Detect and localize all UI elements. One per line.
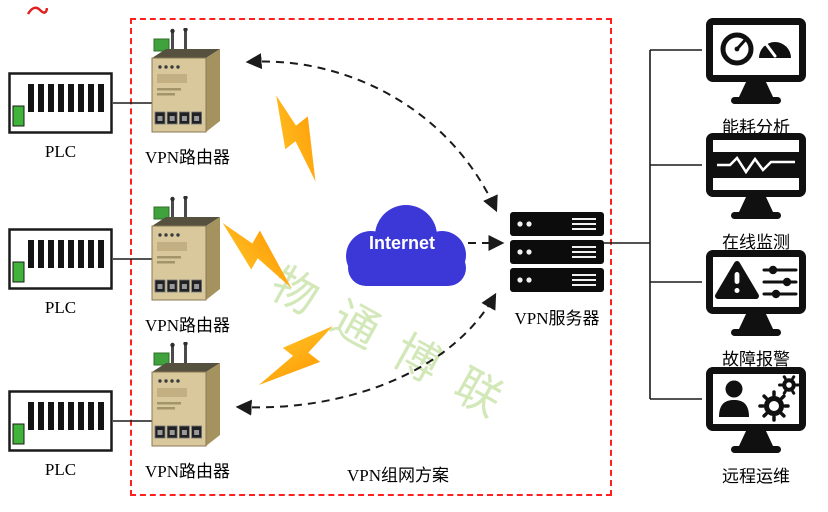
server-unit: [510, 212, 604, 236]
plc-device-1: PLC: [8, 72, 113, 162]
ethernet-ports: [154, 279, 202, 293]
status-leds: [158, 233, 180, 237]
vpn-group-title: VPN组网方案: [346, 466, 449, 485]
monitor-label: 能耗分析: [722, 118, 790, 137]
plc-label: PLC: [44, 142, 77, 161]
monitor-fault-alarm: 故障报警: [700, 248, 812, 370]
monitor-frame: [706, 18, 806, 104]
lightning-bolt-icon: [222, 222, 292, 288]
plc-icon: [8, 72, 113, 134]
plc-device-2: PLC: [8, 228, 113, 318]
monitor-label: 故障报警: [722, 350, 790, 369]
monitor-frame: [706, 250, 806, 336]
monitor-online-monitoring: 在线监测: [700, 131, 812, 253]
monitor-frame: [706, 367, 806, 453]
antenna-icon: [170, 27, 188, 49]
vpn-group-boundary: [130, 18, 612, 496]
plc-icon: [8, 228, 113, 290]
vpn-router-2: VPN路由器: [140, 195, 235, 336]
router-label: VPN路由器: [144, 316, 230, 335]
plc-module-slots: [28, 402, 104, 430]
router-icon: [151, 195, 220, 301]
plc-device-3: PLC: [8, 390, 113, 480]
antenna-icon: [170, 341, 188, 363]
waveform-icon: [713, 152, 799, 178]
plc-icon: [8, 390, 113, 452]
ethernet-ports: [154, 425, 202, 439]
plc-power-module: [12, 423, 25, 445]
terminal-block: [153, 206, 170, 220]
internet-cloud: [326, 198, 478, 299]
monitor-label: 在线监测: [722, 233, 790, 252]
monitor-frame: [706, 133, 806, 219]
terminal-block: [153, 38, 170, 52]
monitor-label: 远程运维: [722, 467, 790, 486]
router-icon: [151, 27, 220, 133]
server-label: VPN服务器: [514, 309, 600, 328]
status-leds: [158, 65, 180, 69]
vpn-router-1: VPN路由器: [140, 27, 235, 168]
person-gears-icon: [719, 375, 800, 422]
antenna-icon: [170, 195, 188, 217]
router-label: VPN路由器: [144, 462, 230, 481]
status-leds: [158, 379, 180, 383]
plc-power-module: [12, 261, 25, 283]
plc-module-slots: [28, 240, 104, 268]
terminal-block: [153, 352, 170, 366]
plc-module-slots: [28, 84, 104, 112]
gauge-dashboard-icon: [720, 32, 791, 66]
monitor-remote-ops: 远程运维: [700, 365, 812, 487]
ethernet-ports: [154, 111, 202, 125]
alert-triangle-sliders-icon: [715, 261, 798, 299]
plc-label: PLC: [44, 298, 77, 317]
plc-label: PLC: [44, 460, 77, 479]
server-stack-icon: [510, 212, 604, 292]
stray-red-mark: [26, 6, 48, 15]
internet-label: Internet: [368, 233, 435, 253]
router-label: VPN路由器: [144, 148, 230, 167]
server-unit: [510, 240, 604, 264]
plc-power-module: [12, 105, 25, 127]
server-unit: [510, 268, 604, 292]
cloud-icon: [346, 205, 466, 286]
monitor-energy-analysis: 能耗分析: [700, 16, 812, 138]
vpn-router-3: VPN路由器: [140, 341, 235, 482]
vpn-server: VPN服务器: [510, 212, 604, 329]
router-icon: [151, 341, 220, 447]
